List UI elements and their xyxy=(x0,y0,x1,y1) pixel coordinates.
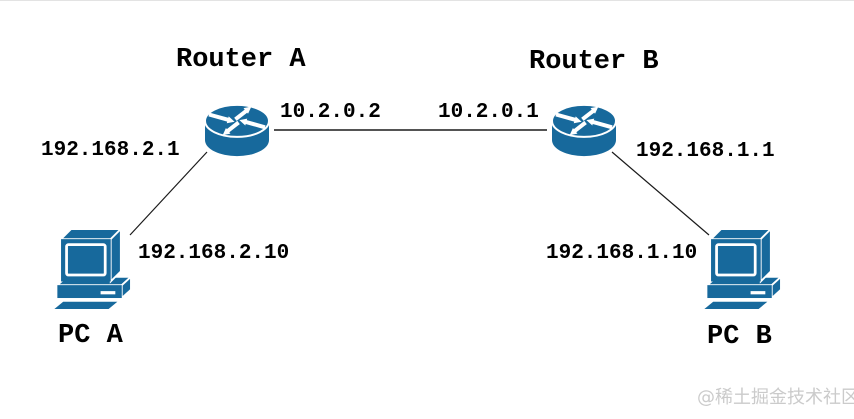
ip-label-router-b-wan: 10.2.0.1 xyxy=(438,101,539,124)
router-a-title: Router A xyxy=(176,45,306,75)
drive-slot-shape xyxy=(100,291,116,295)
keyboard-shape xyxy=(50,299,123,311)
router-a-router-icon xyxy=(204,103,270,157)
screen-shape xyxy=(65,243,107,277)
link-router-b-pc-b xyxy=(611,151,710,236)
pc-a-title: PC A xyxy=(58,321,123,351)
drive-slot-shape xyxy=(750,291,766,295)
link-router-a-pc-a xyxy=(129,151,208,236)
ip-label-pc-b: 192.168.1.10 xyxy=(546,242,698,265)
router-b-title: Router B xyxy=(529,47,659,77)
router-b-router-icon xyxy=(551,103,617,157)
ip-label-pc-a: 192.168.2.10 xyxy=(138,242,290,265)
pc-b-pc-icon xyxy=(700,227,784,311)
screen-shape xyxy=(715,243,757,277)
pc-a-pc-icon xyxy=(50,227,134,311)
router-arrows xyxy=(208,106,266,136)
ip-label-router-a-wan: 10.2.0.2 xyxy=(280,101,381,124)
router-arrows xyxy=(555,106,613,136)
ip-label-router-a-lan: 192.168.2.1 xyxy=(41,139,180,162)
pc-b-title: PC B xyxy=(707,322,772,352)
ip-label-router-b-lan: 192.168.1.1 xyxy=(636,140,775,163)
keyboard-shape xyxy=(700,299,773,311)
watermark: @稀土掘金技术社区 xyxy=(697,387,854,408)
